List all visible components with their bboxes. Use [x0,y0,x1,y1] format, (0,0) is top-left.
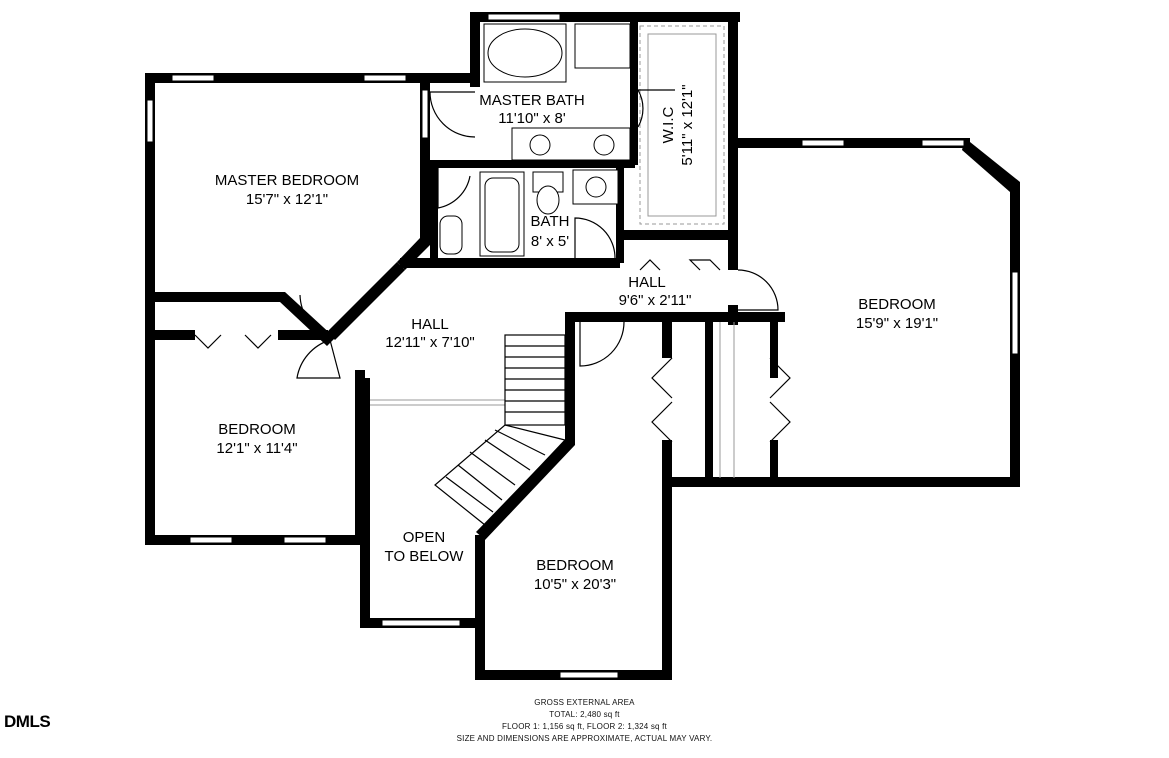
open-below-line2: TO BELOW [385,548,465,565]
bath-name: BATH [531,213,570,230]
bedroom-south-name: BEDROOM [536,557,614,574]
bedroom-east-name: BEDROOM [858,296,936,313]
master-bath-name: MASTER BATH [479,92,585,109]
doors-fixtures [194,23,791,526]
footer-disclaimer: SIZE AND DIMENSIONS ARE APPROXIMATE, ACT… [456,734,713,743]
windows [146,13,1019,679]
footer-area-heading: GROSS EXTERNAL AREA [534,698,635,707]
master-bath-dims: 11'10" x 8' [498,110,566,127]
hall-upper-name: HALL [628,274,666,291]
bath-dims: 8' x 5' [531,233,569,250]
room-labels: MASTER BEDROOM 15'7" x 12'1" MASTER BATH… [215,84,938,593]
master-bedroom-dims: 15'7" x 12'1" [246,191,328,208]
wic-name: W.I.C [660,107,677,144]
wic-dims: 5'11" x 12'1" [679,84,696,165]
bedroom-east-dims: 15'9" x 19'1" [856,315,938,332]
bedroom-south-dims: 10'5" x 20'3" [534,576,616,593]
dmls-logo: DMLS [4,712,51,731]
bedroom-west-name: BEDROOM [218,421,296,438]
open-below-line1: OPEN [403,529,446,546]
hall-main-name: HALL [411,316,449,333]
hall-main-dims: 12'11" x 7'10" [385,334,475,351]
master-bedroom-name: MASTER BEDROOM [215,172,359,189]
footer-floors: FLOOR 1: 1,156 sq ft, FLOOR 2: 1,324 sq … [502,722,667,731]
footer-total: TOTAL: 2,480 sq ft [549,710,620,719]
bedroom-west-dims: 12'1" x 11'4" [216,440,297,457]
hall-upper-dims: 9'6" x 2'11" [619,292,692,309]
